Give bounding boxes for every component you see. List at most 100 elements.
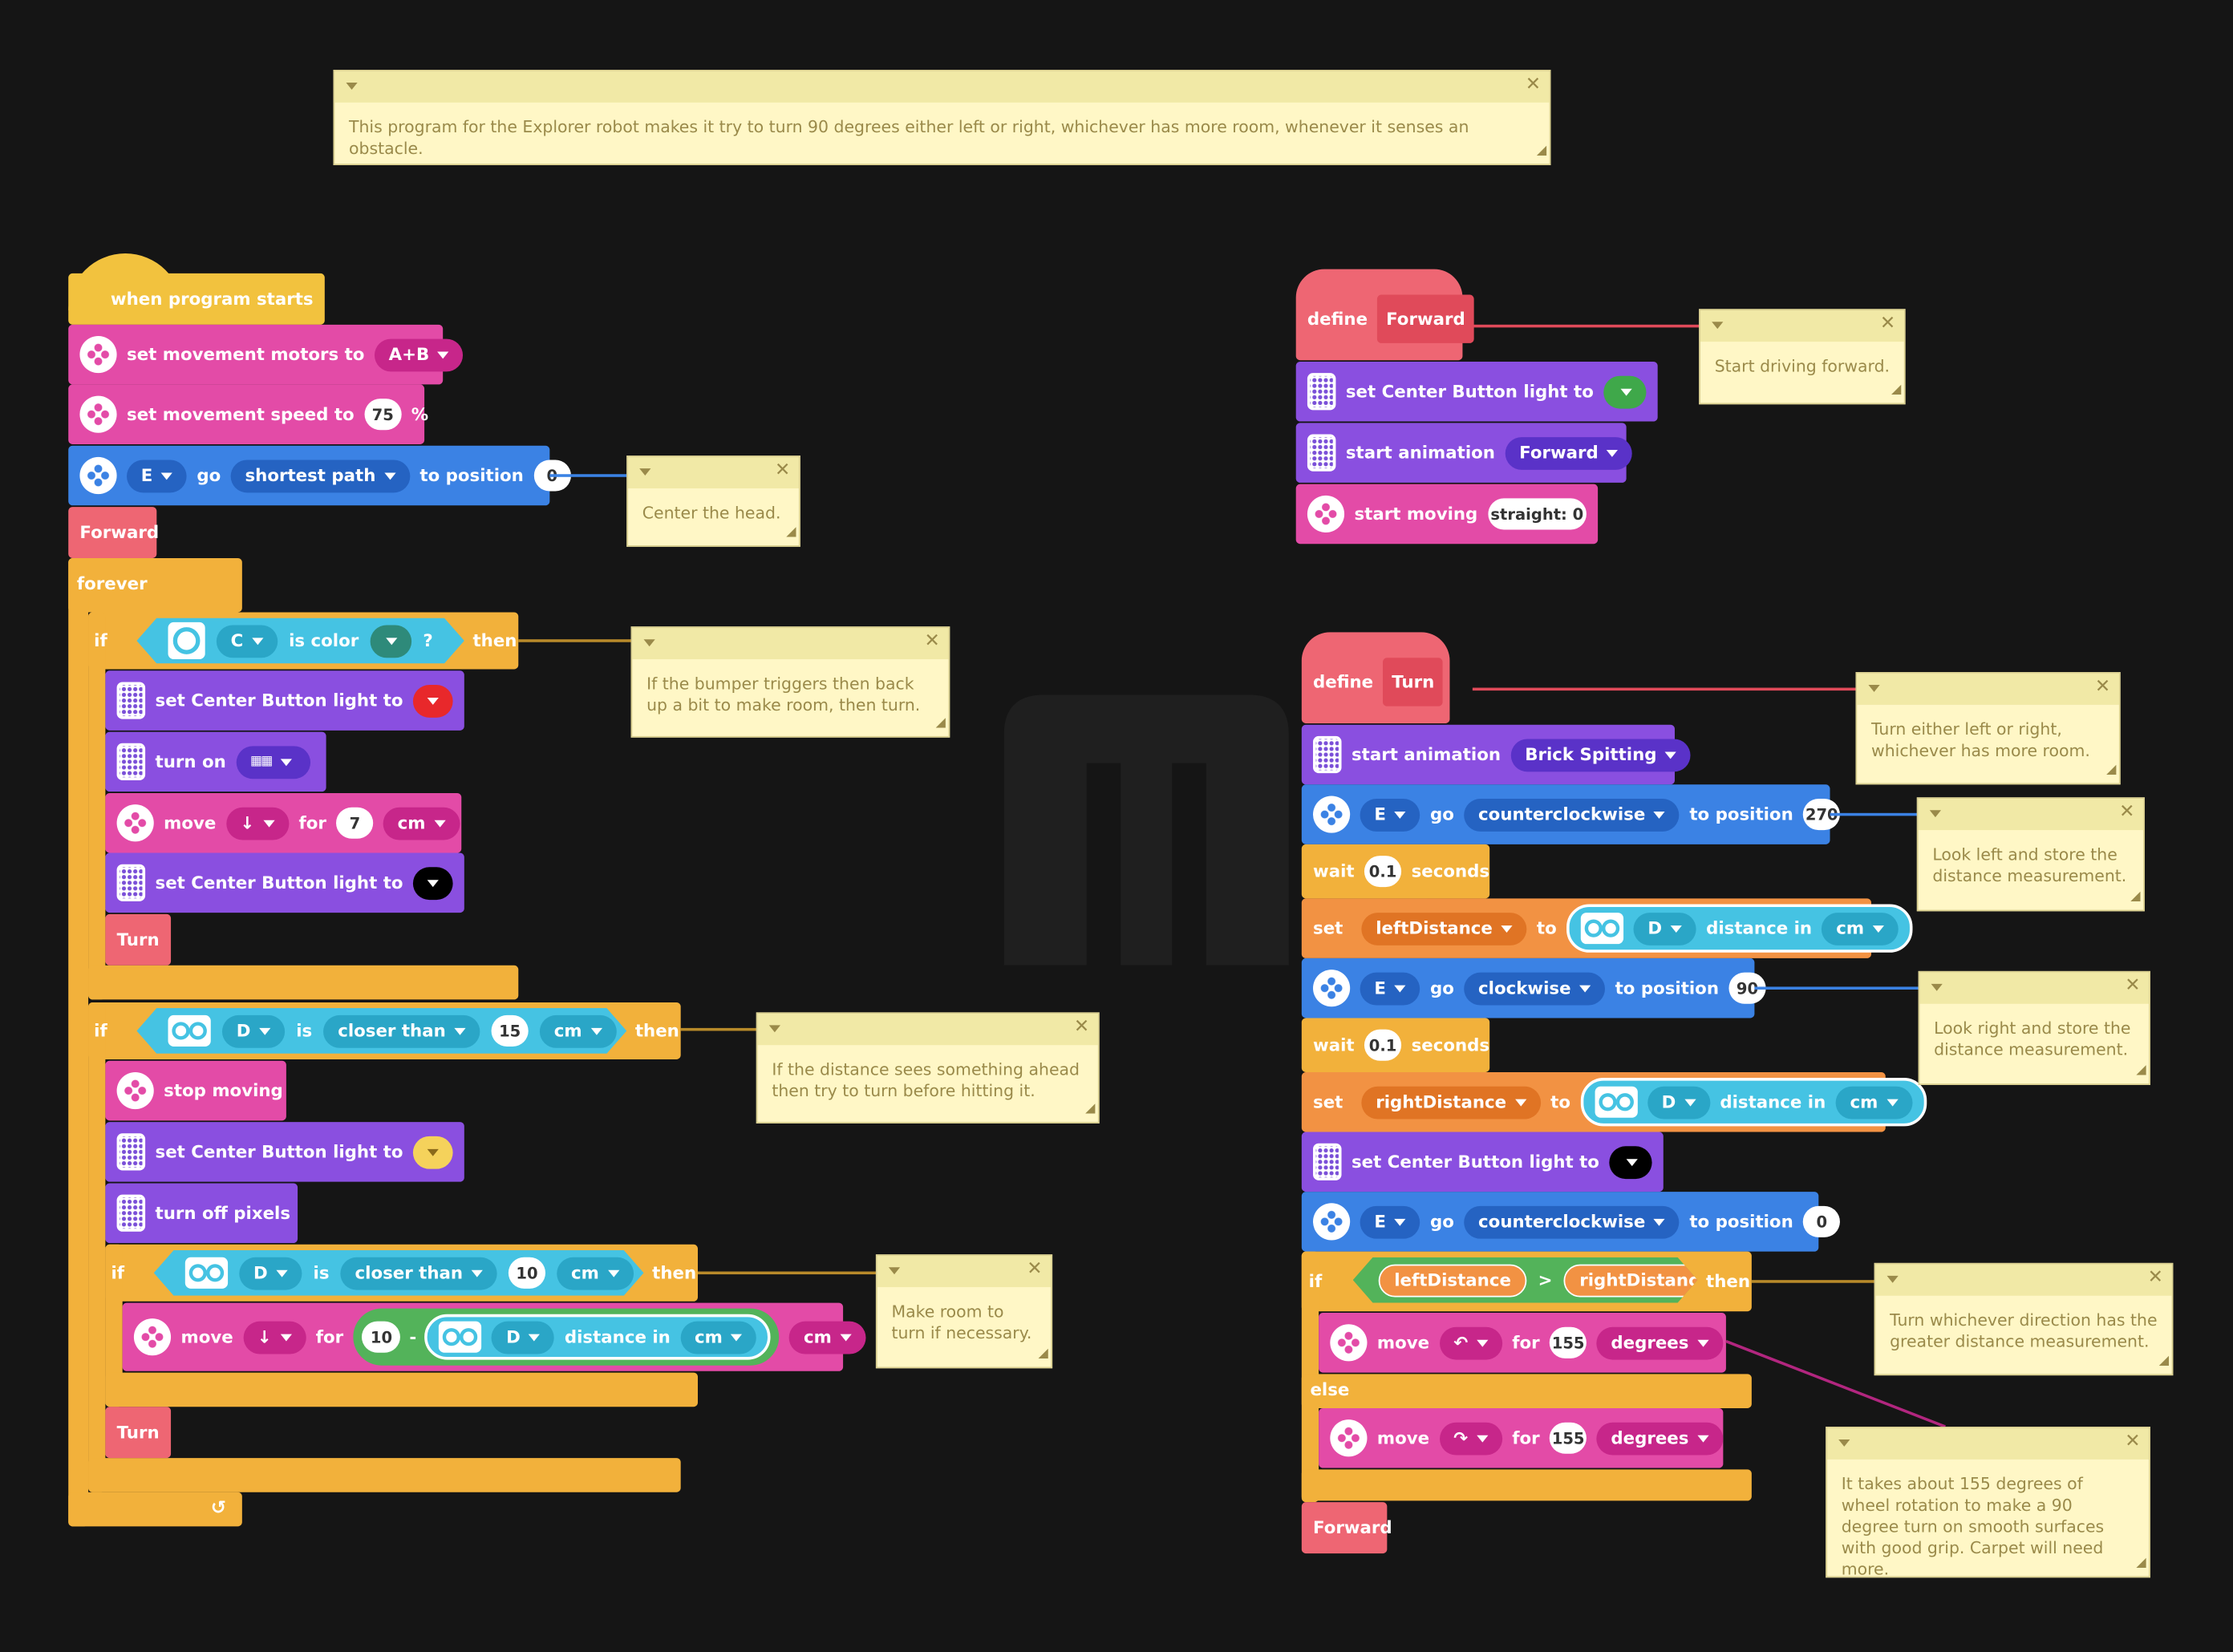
comment-turn-whichever[interactable]: ✕ Turn whichever direction has the great… [1874, 1262, 2174, 1376]
light-color-dropdown[interactable] [412, 866, 453, 900]
degrees-input[interactable]: 155 [1550, 1422, 1587, 1454]
stop-moving-block[interactable]: stop moving [105, 1060, 286, 1121]
resize-icon[interactable]: ◢ [935, 716, 946, 731]
turn-on-pixels-block[interactable]: turn on ▦▦ [105, 731, 326, 792]
unit-dropdown[interactable]: cm [680, 1320, 757, 1354]
animation-dropdown[interactable]: Forward [1505, 436, 1633, 470]
direction-dropdown[interactable]: clockwise [1464, 971, 1606, 1005]
collapse-icon[interactable] [1929, 810, 1942, 818]
close-icon[interactable]: ✕ [2147, 1267, 2163, 1289]
start-moving-block[interactable]: start moving straight: 0 [1295, 484, 1599, 545]
close-icon[interactable]: ✕ [1073, 1016, 1090, 1039]
set-variable-block[interactable]: set rightDistance to D distance in cm [1301, 1071, 1927, 1132]
distance-input[interactable]: 7 [336, 807, 374, 839]
subtract-operator[interactable]: 10 - D distance in cm [353, 1308, 780, 1366]
distance-closer-condition[interactable]: D is closer than 15 cm ? [136, 1008, 626, 1054]
wait-block[interactable]: wait 0.1 seconds [1301, 1018, 1490, 1072]
direction-dropdown[interactable]: ↷ [1439, 1421, 1502, 1455]
close-icon[interactable]: ✕ [1879, 313, 1896, 335]
comparison-dropdown[interactable]: closer than [341, 1257, 497, 1290]
unit-dropdown[interactable]: cm [383, 806, 460, 840]
forever-block[interactable] [68, 557, 242, 613]
seconds-input[interactable]: 0.1 [1364, 856, 1402, 888]
set-center-button-light-block[interactable]: set Center Button light to [1301, 1132, 1664, 1192]
motor-go-to-position-block[interactable]: E go clockwise to position 90 [1301, 958, 1766, 1018]
light-color-dropdown[interactable] [412, 1135, 453, 1168]
greater-than-operator[interactable]: leftDistance > rightDistance [1353, 1257, 1698, 1303]
comment-turn-either[interactable]: ✕ Turn either left or right, whichever h… [1855, 672, 2121, 785]
resize-icon[interactable]: ◢ [1038, 1346, 1048, 1362]
distance-reporter[interactable]: D distance in cm [1580, 1078, 1927, 1127]
resize-icon[interactable]: ◢ [2136, 1556, 2146, 1571]
position-input[interactable]: 0 [1803, 1205, 1841, 1237]
collapse-icon[interactable] [346, 82, 358, 90]
distance-input[interactable]: 10 [509, 1257, 545, 1289]
resize-icon[interactable]: ◢ [786, 525, 796, 540]
move-for-block[interactable]: move ↓ for 7 cm [105, 792, 462, 853]
collapse-icon[interactable] [1886, 1275, 1899, 1283]
set-movement-motors-block[interactable]: set movement motors to A+B [68, 324, 464, 385]
define-turn-block[interactable]: define Turn [1301, 632, 1450, 723]
port-dropdown[interactable]: E [1360, 971, 1420, 1005]
move-for-block[interactable]: move ↓ for 10 - D distance in cm cm [122, 1302, 866, 1371]
collapse-icon[interactable] [639, 468, 651, 476]
set-center-button-light-block[interactable]: set Center Button light to [105, 852, 464, 913]
light-color-dropdown[interactable] [1609, 1145, 1652, 1179]
direction-dropdown[interactable]: ↓ [225, 806, 290, 840]
unit-dropdown[interactable]: cm [1835, 1085, 1912, 1119]
set-center-button-light-block[interactable]: set Center Button light to [105, 670, 464, 731]
motors-dropdown[interactable]: A+B [374, 338, 464, 371]
close-icon[interactable]: ✕ [2094, 676, 2111, 698]
close-icon[interactable]: ✕ [2119, 801, 2135, 824]
turn-call-block[interactable]: Turn [105, 1407, 172, 1459]
number-input[interactable]: 10 [362, 1321, 401, 1353]
distance-closer-condition[interactable]: D is closer than 10 cm ? [154, 1250, 644, 1296]
turn-call-block[interactable]: Turn [105, 913, 172, 966]
comment-center-head[interactable]: ✕ Center the head. ◢ [626, 456, 800, 547]
collapse-icon[interactable] [643, 639, 655, 647]
port-dropdown[interactable]: D [222, 1014, 285, 1047]
forward-call-block[interactable]: Forward [1301, 1502, 1392, 1554]
port-dropdown[interactable]: C [217, 625, 278, 658]
direction-dropdown[interactable]: counterclockwise [1464, 798, 1680, 832]
left-distance-reporter[interactable]: leftDistance [1379, 1264, 1527, 1297]
collapse-icon[interactable] [1838, 1439, 1850, 1447]
comment-155-degrees[interactable]: ✕ It takes about 155 degrees of wheel ro… [1826, 1427, 2151, 1579]
close-icon[interactable]: ✕ [1525, 74, 1542, 95]
unit-dropdown[interactable]: cm [557, 1257, 633, 1290]
motor-go-to-position-block[interactable]: E go counterclockwise to position 270 [1301, 784, 1841, 844]
comment-distance-ahead[interactable]: ✕ If the distance sees something ahead t… [756, 1012, 1100, 1124]
collapse-icon[interactable] [1712, 322, 1724, 330]
port-dropdown[interactable]: D [1647, 1085, 1710, 1119]
image-dropdown[interactable]: ▦▦ [236, 745, 310, 779]
motor-go-to-position-block[interactable]: E go counterclockwise to position 0 [1301, 1192, 1841, 1252]
collapse-icon[interactable] [1931, 983, 1943, 991]
wait-block[interactable]: wait 0.1 seconds [1301, 844, 1490, 899]
turn-off-pixels-block[interactable]: turn off pixels [105, 1183, 298, 1244]
unit-dropdown[interactable]: degrees [1596, 1421, 1724, 1455]
resize-icon[interactable]: ◢ [1085, 1102, 1096, 1116]
collapse-icon[interactable] [888, 1267, 901, 1275]
motor-go-to-position-block[interactable]: E go shortest path to position 0 [68, 445, 571, 506]
set-movement-speed-block[interactable]: set movement speed to 75 % [68, 384, 428, 444]
comment-make-room[interactable]: ✕ Make room to turn if necessary. ◢ [875, 1254, 1053, 1369]
comment-bumper[interactable]: ✕ If the bumper triggers then back up a … [630, 626, 950, 738]
direction-dropdown[interactable]: counterclockwise [1464, 1205, 1680, 1238]
unit-dropdown[interactable]: cm [540, 1014, 616, 1047]
close-icon[interactable]: ✕ [2125, 975, 2141, 997]
distance-reporter[interactable]: D distance in cm [424, 1314, 772, 1360]
is-color-condition[interactable]: C is color ? [136, 618, 464, 664]
move-for-block[interactable]: move ↷ for 155 degrees [1319, 1407, 1724, 1468]
comment-start-driving[interactable]: ✕ Start driving forward. ◢ [1699, 309, 1906, 405]
start-animation-block[interactable]: start animation Forward [1295, 423, 1633, 483]
port-dropdown[interactable]: E [1360, 1205, 1420, 1238]
unit-dropdown[interactable]: degrees [1596, 1326, 1724, 1359]
set-center-button-light-block[interactable]: set Center Button light to [1295, 361, 1658, 422]
comment-look-right[interactable]: ✕ Look right and store the distance meas… [1918, 970, 2151, 1085]
degrees-input[interactable]: 155 [1550, 1326, 1587, 1358]
light-color-dropdown[interactable] [1603, 375, 1647, 408]
resize-icon[interactable]: ◢ [2106, 763, 2117, 778]
set-center-button-light-block[interactable]: set Center Button light to [105, 1122, 464, 1182]
port-dropdown[interactable]: D [239, 1257, 302, 1290]
